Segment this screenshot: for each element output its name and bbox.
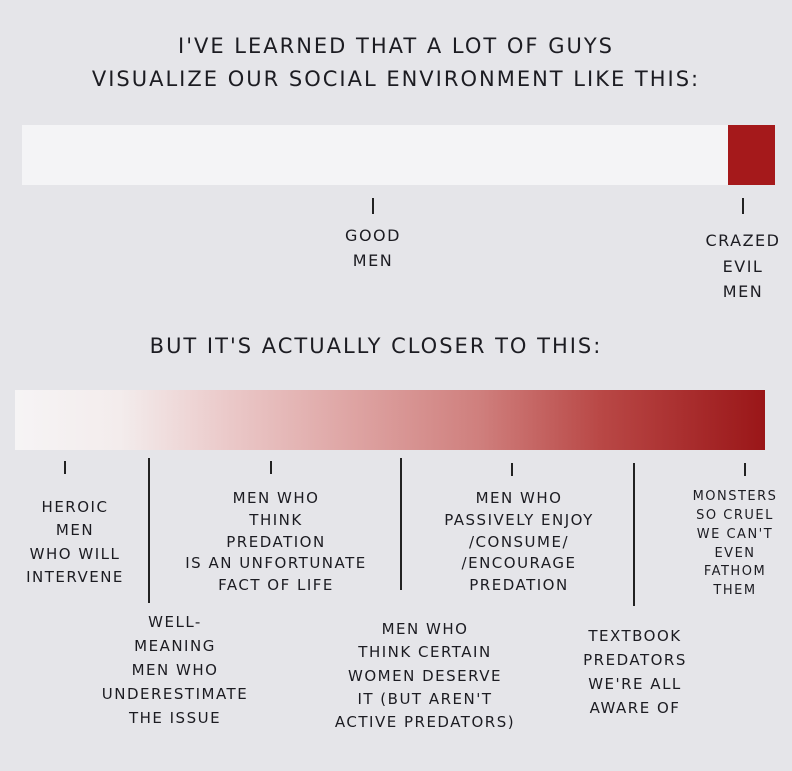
label-well-meaning: Well- meaning men who underestimate the …: [101, 613, 249, 727]
divider-3: [633, 463, 635, 606]
subheading: But it's actually closer to this:: [149, 334, 603, 358]
tick-passive: [511, 463, 513, 476]
perceived-spectrum-bar: [22, 125, 775, 185]
tick-unfortunate: [270, 461, 272, 474]
tick-good-men: [372, 198, 374, 214]
actual-spectrum-bar: [15, 390, 765, 450]
tick-monsters: [744, 463, 746, 476]
label-good-men: Good men: [345, 226, 401, 270]
tick-heroic: [64, 461, 66, 474]
divider-1: [148, 458, 150, 603]
tick-crazed-evil-men: [742, 198, 744, 214]
label-crazed-evil-men: Crazed evil men: [705, 231, 781, 302]
label-monsters: Monsters so cruel we can't even fathom t…: [692, 489, 778, 599]
title-line-2: visualize our social environment like th…: [91, 67, 701, 91]
label-unfortunate: Men who think predation is an unfortunat…: [185, 489, 367, 594]
evil-segment: [728, 125, 775, 185]
label-certain-women: Men who think certain women deserve it (…: [334, 620, 516, 731]
divider-2: [400, 458, 402, 590]
label-heroic: Heroic men who will intervene: [26, 498, 124, 586]
title-line-1: I've learned that a lot of guys: [178, 34, 614, 58]
label-passive: Men who passively enjoy /consume/ /encou…: [444, 489, 594, 594]
label-textbook: Textbook predators we're all aware of: [583, 627, 687, 717]
